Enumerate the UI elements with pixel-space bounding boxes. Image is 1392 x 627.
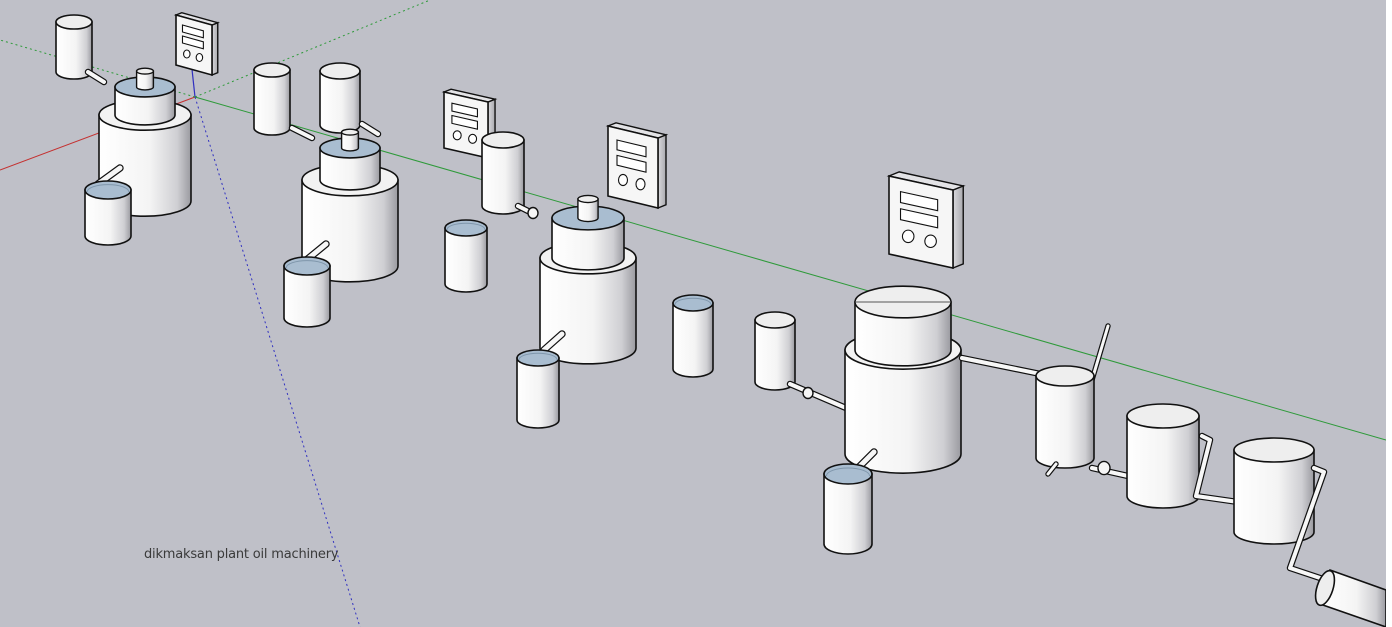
press-vessel — [844, 285, 962, 474]
collection-tank — [444, 219, 488, 293]
control-panel — [605, 122, 669, 210]
feed-tank — [253, 62, 291, 136]
collection-tank — [84, 180, 132, 246]
feed-pipe — [786, 380, 850, 412]
filter-tank — [1035, 365, 1095, 469]
collection-tank — [672, 294, 714, 378]
collection-tank — [516, 349, 560, 429]
feed-tank — [481, 131, 525, 215]
reactor — [301, 128, 399, 283]
scene-caption: dikmaksan plant oil machinery — [144, 547, 339, 562]
feed-tank — [319, 62, 361, 134]
valve — [1097, 460, 1111, 476]
collection-tank — [283, 256, 331, 328]
collection-tank — [823, 463, 873, 555]
control-panel — [173, 11, 220, 77]
control-panel — [886, 171, 966, 270]
drain-pipe — [1045, 461, 1059, 477]
valve — [527, 206, 539, 220]
x-axis-dashed — [0, 39, 196, 98]
y-axis-dashed — [194, 0, 431, 98]
feed-pipe — [84, 68, 108, 86]
storage-tank — [1126, 403, 1200, 509]
vent-pipe — [1089, 323, 1111, 383]
horizontal-tank — [1314, 568, 1386, 627]
valve — [802, 386, 814, 400]
transfer-pipe — [1286, 464, 1336, 586]
storage-tank — [1233, 437, 1315, 545]
discharge-pipe — [540, 330, 566, 354]
reactor — [539, 194, 637, 365]
transfer-pipe — [1192, 432, 1242, 506]
feed-pipe — [288, 124, 316, 142]
y-axis-line — [194, 96, 1386, 441]
collection-tank — [754, 311, 796, 391]
machinery-group — [55, 11, 1386, 627]
feed-pipe — [358, 120, 382, 138]
